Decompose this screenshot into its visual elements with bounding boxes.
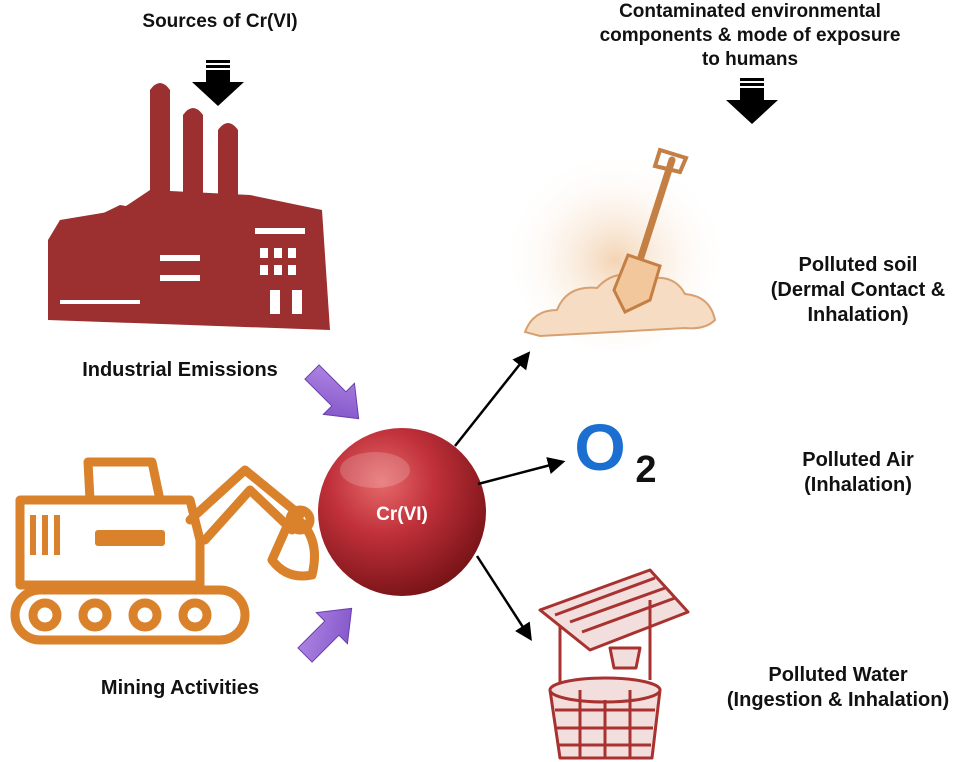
- exposure-header-line-3: to humans: [701, 48, 799, 70]
- polluted-water-mode: (Ingestion & Inhalation): [726, 689, 950, 711]
- factory-icon: [48, 83, 330, 330]
- down-arrow-icon: [192, 60, 244, 106]
- polluted-air-label: Polluted Air (Inhalation): [740, 448, 976, 498]
- cr-vi-sphere: [318, 428, 486, 596]
- sources-header: Sources of Cr(VI): [142, 11, 298, 32]
- cr-vi-label: Cr(VI): [376, 504, 428, 525]
- shovel-soil-icon: [510, 147, 720, 350]
- polluted-soil-label: Polluted soil (Dermal Contact & Inhalati…: [740, 253, 976, 328]
- polluted-soil-mode-1: (Dermal Contact &: [770, 279, 946, 301]
- oxygen-symbol: O: [574, 410, 625, 484]
- industrial-emissions-label: Industrial Emissions: [82, 359, 278, 381]
- excavator-detail: [30, 515, 165, 555]
- oxygen-icon: O 2: [574, 410, 656, 491]
- arrow-to-air: [477, 457, 566, 486]
- polluted-water-title: Polluted Water: [768, 664, 908, 686]
- polluted-air-mode: (Inhalation): [804, 474, 912, 496]
- polluted-soil-title: Polluted soil: [798, 254, 918, 276]
- source-arrow-industrial: [304, 364, 360, 420]
- down-arrow-icon: [726, 78, 778, 124]
- mining-activities-label: Mining Activities: [100, 677, 260, 699]
- exposure-header: Contaminated environmental components & …: [560, 0, 940, 71]
- oxygen-subscript: 2: [635, 449, 656, 491]
- polluted-water-label: Polluted Water (Ingestion & Inhalation): [700, 663, 976, 713]
- excavator-icon: [10, 457, 319, 645]
- polluted-soil-mode-2: Inhalation): [807, 304, 909, 326]
- exposure-header-line-2: components & mode of exposure: [599, 24, 901, 46]
- polluted-air-title: Polluted Air: [802, 449, 914, 471]
- well-icon: [538, 568, 690, 760]
- arrow-to-water: [475, 555, 532, 641]
- arrow-to-soil: [454, 351, 531, 447]
- exposure-header-line-1: Contaminated environmental: [619, 1, 881, 22]
- source-arrow-mining: [297, 607, 353, 663]
